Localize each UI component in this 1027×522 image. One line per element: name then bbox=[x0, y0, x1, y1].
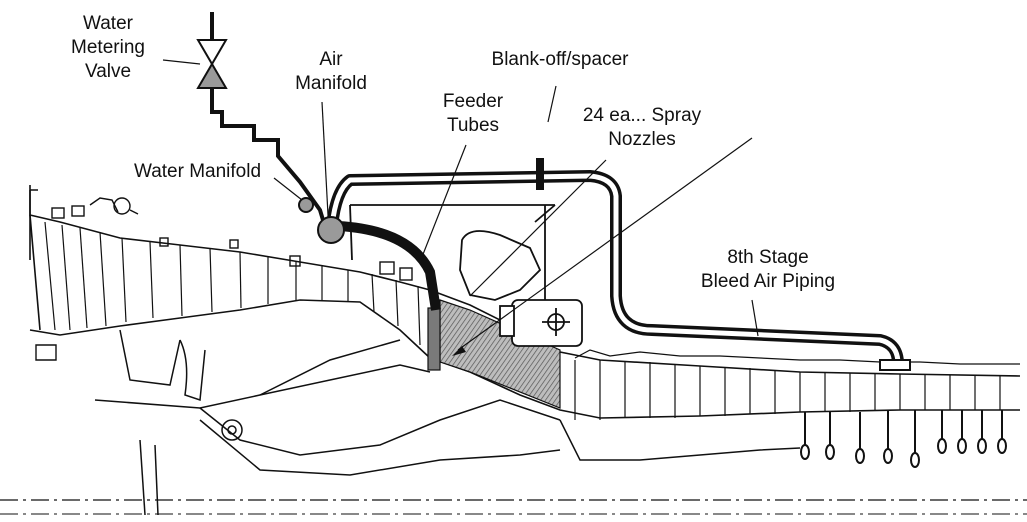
label-blank-off-spacer: Blank-off/spacer bbox=[460, 48, 660, 72]
label-line: Manifold bbox=[295, 73, 367, 94]
label-line: Tubes bbox=[446, 115, 500, 136]
label-spray-nozzles: 24 ea... Spray Nozzles bbox=[558, 104, 726, 152]
label-line: Air bbox=[319, 49, 343, 70]
compressor-blades bbox=[44, 221, 421, 346]
water-piping bbox=[210, 12, 328, 231]
label-line: Blank-off/spacer bbox=[491, 49, 629, 70]
label-line: 8th Stage bbox=[727, 247, 809, 268]
feeder-tube bbox=[337, 221, 441, 311]
air-manifold-icon bbox=[317, 216, 345, 244]
spray-zone bbox=[427, 299, 561, 409]
label-line: Nozzles bbox=[608, 129, 676, 150]
turbine-blades bbox=[574, 349, 1020, 420]
label-line: Water Manifold bbox=[133, 161, 262, 182]
manifold-frame bbox=[349, 204, 556, 301]
label-line: Bleed Air Piping bbox=[700, 271, 836, 292]
label-feeder-tubes: Feeder Tubes bbox=[428, 90, 518, 138]
label-bleed-air-piping: 8th Stage Bleed Air Piping bbox=[668, 246, 868, 294]
spray-nozzle-housing bbox=[499, 299, 583, 347]
label-line: 24 ea... Spray bbox=[582, 105, 702, 126]
rotor-structure bbox=[94, 329, 801, 516]
water-metering-valve-icon bbox=[196, 39, 228, 89]
label-water-manifold: Water Manifold bbox=[110, 160, 285, 184]
manifolds bbox=[298, 197, 345, 244]
label-line: Water bbox=[83, 13, 133, 34]
nozzle-arrow-icon bbox=[452, 346, 466, 356]
label-line: Feeder bbox=[442, 91, 504, 112]
label-water-metering-valve: Water Metering Valve bbox=[58, 12, 158, 84]
accessories bbox=[35, 197, 413, 361]
turbine-disks bbox=[800, 410, 1007, 468]
bleed-air-piping bbox=[326, 158, 911, 371]
water-manifold-icon bbox=[298, 197, 314, 213]
label-line: Valve bbox=[84, 61, 132, 82]
label-air-manifold: Air Manifold bbox=[276, 48, 386, 96]
label-line: Metering bbox=[71, 37, 145, 58]
leader-lines bbox=[162, 59, 759, 351]
